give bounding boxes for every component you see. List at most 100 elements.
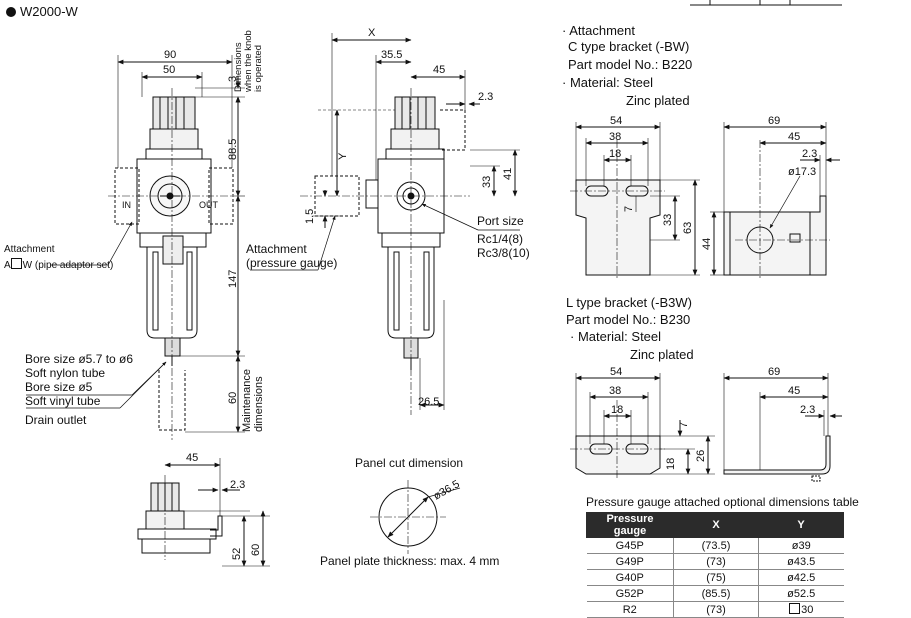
l-bracket-front [570, 373, 715, 478]
table-cell: (75) [673, 569, 759, 586]
dim-c-17-3: ø17.3 [788, 166, 816, 178]
dim-side-y: Y [337, 152, 349, 160]
dim-front-3: 3 [227, 76, 239, 82]
bullet-dot [6, 7, 16, 17]
table-row: G45P (73.5) ø39 [586, 537, 844, 554]
table-cell: G40P [586, 569, 674, 586]
dim-front-50: 50 [163, 64, 175, 76]
panel-cut-view [370, 480, 461, 554]
table-cell: (73) [673, 601, 759, 618]
table-cell: ø43.5 [758, 553, 844, 570]
dim-front-90: 90 [164, 49, 176, 61]
port-size-line-2: Rc3/8(10) [477, 246, 530, 260]
c-bracket-header-2: C type bracket (-BW) [568, 39, 690, 54]
dim-c-45: 45 [788, 131, 800, 143]
attachment-pressure-line-1: Attachment [246, 242, 307, 256]
table-cell: ø42.5 [758, 569, 844, 586]
dim-mount-2-3: 2.3 [230, 479, 245, 491]
dim-side-x: X [368, 27, 376, 39]
table-row: G40P (75) ø42.5 [586, 569, 844, 586]
dim-c-33: 33 [662, 214, 674, 226]
port-size-line-1: Rc1/4(8) [477, 232, 524, 246]
bore-line-4: Soft vinyl tube [25, 394, 101, 408]
dim-side-33: 33 [481, 176, 493, 188]
c-bracket-header-4: · Material: Steel [562, 75, 654, 90]
dim-front-60: 60 [227, 392, 239, 404]
dim-c-63: 63 [682, 222, 694, 234]
table-cell: (73.5) [673, 537, 759, 554]
c-bracket-front [570, 122, 700, 280]
l-bracket-header-2: Part model No.: B230 [566, 312, 691, 327]
dim-front-88-5: 88.5 [227, 139, 239, 160]
table-cell: G45P [586, 537, 674, 554]
drain-outlet-label: Drain outlet [25, 413, 87, 427]
dim-l-45: 45 [788, 385, 800, 397]
maintenance-note-line-2: dimensions [253, 376, 265, 432]
attachment-code-b: W (pipe adaptor set) [22, 260, 114, 271]
dim-mount-60: 60 [250, 544, 262, 556]
table-cell: 30 [758, 601, 844, 618]
dim-side-45: 45 [433, 64, 445, 76]
box-symbol [10, 258, 22, 269]
model-name: W2000-W [20, 4, 78, 19]
side-view [250, 33, 520, 415]
dim-c-38: 38 [609, 131, 621, 143]
table-fragment [690, 0, 842, 6]
table-cell: G49P [586, 553, 674, 570]
dim-side-1-5: 1.5 [304, 209, 316, 224]
c-bracket-header-3: Part model No.: B220 [568, 57, 693, 72]
knob-note-line-3: is operated [253, 44, 264, 92]
dim-side-26-5: 26.5 [418, 396, 439, 408]
model-title: W2000-W [6, 4, 78, 19]
dim-l-7: 7 [678, 422, 690, 428]
dim-l-18b: 18 [665, 458, 677, 470]
bore-line-2: Soft nylon tube [25, 366, 106, 380]
gauge-table-header: X [673, 512, 759, 538]
dim-side-41: 41 [502, 168, 514, 180]
panel-thickness-note: Panel plate thickness: max. 4 mm [320, 554, 500, 568]
dim-l-54: 54 [610, 366, 622, 378]
l-bracket-header-1: L type bracket (-B3W) [566, 295, 692, 310]
table-cell: (73) [673, 553, 759, 570]
table-cell: R2 [586, 601, 674, 618]
dim-l-69: 69 [768, 366, 780, 378]
table-cell-value: 30 [801, 604, 814, 616]
dim-mount-52: 52 [231, 548, 243, 560]
table-row: G52P (85.5) ø52.5 [586, 585, 844, 602]
table-cell: ø52.5 [758, 585, 844, 602]
gauge-table-title: Pressure gauge attached optional dimensi… [586, 495, 859, 509]
dim-c-7: 7 [623, 206, 635, 212]
dim-l-18: 18 [611, 404, 623, 416]
port-out: OUT [199, 200, 219, 210]
dim-c-44: 44 [701, 238, 713, 250]
table-cell: ø39 [758, 537, 844, 554]
port-size-label: Port size [477, 214, 524, 228]
c-bracket-header-5: Zinc plated [626, 93, 690, 108]
dim-c-2-3: 2.3 [802, 148, 817, 160]
attachment-pressure-line-2: (pressure gauge) [246, 256, 338, 270]
gauge-table-header: Pressure gauge [586, 512, 674, 538]
square-symbol [789, 603, 801, 614]
dim-side-35-5: 35.5 [381, 49, 402, 61]
maintenance-note-line-1: Maintenance [241, 369, 253, 432]
attachment-label: Attachment [4, 244, 55, 255]
gauge-table-header-row: Pressure gauge X Y [586, 512, 844, 538]
l-bracket-side [723, 373, 842, 482]
table-row: G49P (73) ø43.5 [586, 553, 844, 570]
l-bracket-header-4: Zinc plated [630, 347, 694, 362]
dim-side-2-3: 2.3 [478, 91, 493, 103]
dim-front-147: 147 [227, 270, 239, 288]
l-bracket-header-3: · Material: Steel [570, 329, 662, 344]
dim-mount-45: 45 [186, 452, 198, 464]
c-bracket-side [710, 122, 840, 280]
dim-c-69: 69 [768, 115, 780, 127]
table-cell: G52P [586, 585, 674, 602]
gauge-table-header: Y [758, 512, 844, 538]
port-in: IN [122, 200, 131, 210]
dim-l-38: 38 [609, 385, 621, 397]
panel-cut-title: Panel cut dimension [355, 456, 464, 470]
bore-line-1: Bore size ø5.7 to ø6 [25, 352, 134, 366]
dim-l-2-3: 2.3 [800, 404, 815, 416]
